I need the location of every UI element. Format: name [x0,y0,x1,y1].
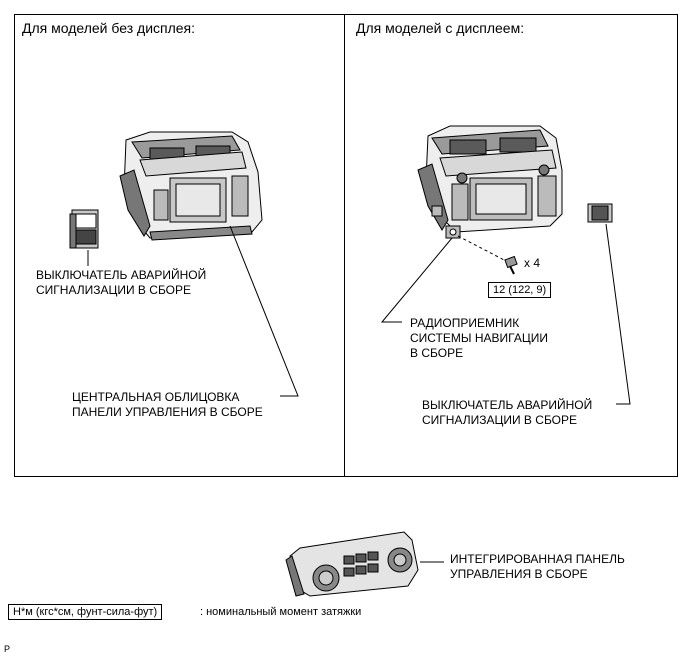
left-panel-title: Для моделей без дисплея: [22,20,196,36]
label-integrated-panel: ИНТЕГРИРОВАННАЯ ПАНЕЛЬ УПРАВЛЕНИЯ В СБОР… [450,552,625,581]
legend-unit-box: Н*м (кгс*см, фунт-сила-фут) [8,604,163,620]
legend-description: : номинальный момент затяжки [200,606,362,618]
torque-value-box: 12 (122, 9) [488,282,552,298]
hazard-switch-right-illustration [587,203,613,223]
bolt-icon [504,255,518,275]
label-hazard-switch-left: ВЫКЛЮЧАТЕЛЬ АВАРИЙНОЙ СИГНАЛИЗАЦИИ В СБО… [36,268,207,297]
bolt-dashed-line [457,235,509,263]
label-hazard-switch-right: ВЫКЛЮЧАТЕЛЬ АВАРИЙНОЙ СИГНАЛИЗАЦИИ В СБО… [422,398,593,427]
diagram-frame [14,14,678,477]
center-cluster-illustration [119,131,263,241]
right-panel-title: Для моделей с дисплеем: [356,20,525,36]
leader-nav-receiver [380,237,453,323]
label-center-cluster: ЦЕНТРАЛЬНАЯ ОБЛИЦОВКА ПАНЕЛИ УПРАВЛЕНИЯ … [72,390,263,419]
leader-hazard-right [605,223,631,405]
corner-mark: P [4,644,11,654]
integrated-panel-illustration [285,531,419,597]
leader-center-cluster [229,225,299,397]
label-nav-receiver: РАДИОПРИЕМНИК СИСТЕМЫ НАВИГАЦИИ В СБОРЕ [410,316,548,360]
hazard-switch-left-illustration [69,209,99,249]
display-cluster-illustration [417,125,563,239]
fastener-count: x 4 [524,256,541,270]
